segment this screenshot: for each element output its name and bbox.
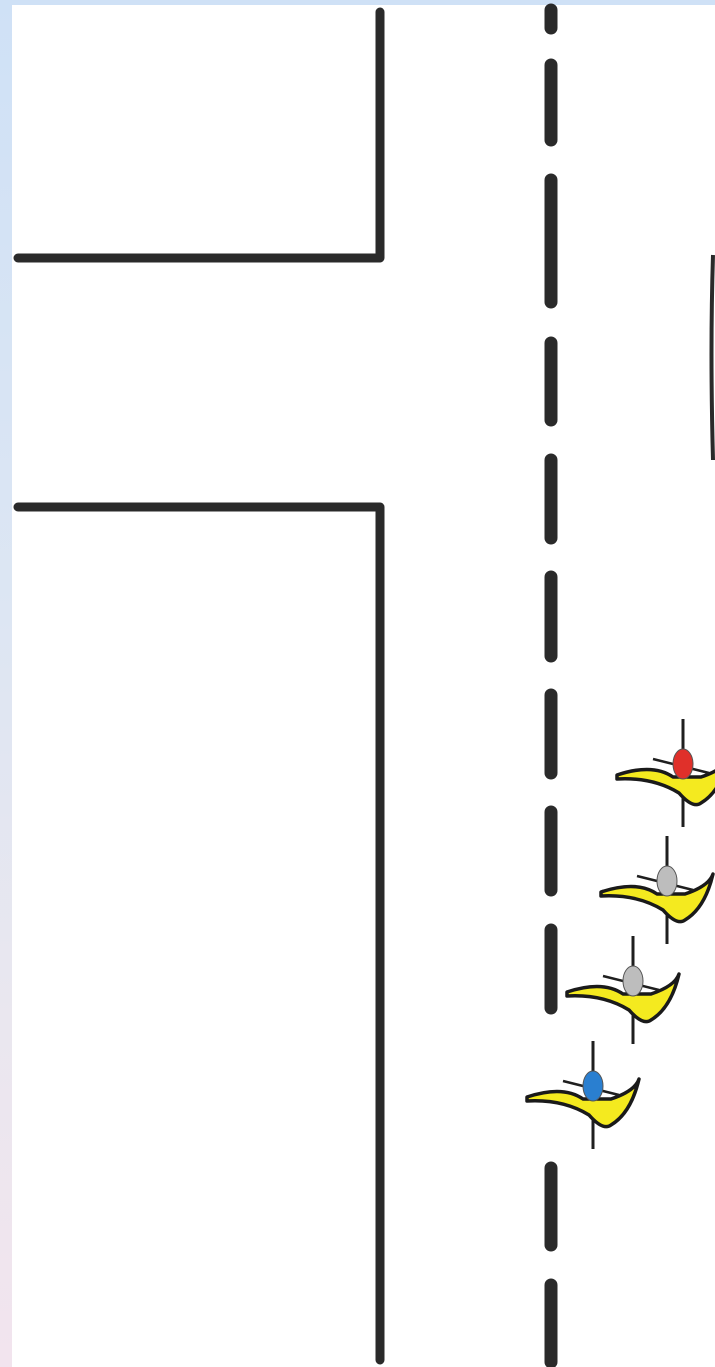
rider-blue <box>582 1070 604 1102</box>
diagram-canvas <box>12 5 715 1367</box>
kayak-boat <box>565 936 681 1044</box>
right-edge-line <box>709 254 715 461</box>
kayak-boat <box>615 719 715 827</box>
road-boundaries <box>13 7 385 1365</box>
lower-corner-line <box>13 502 385 1365</box>
boat-hull <box>599 872 715 924</box>
kayak-boat <box>599 836 715 944</box>
boat-hull <box>615 767 715 807</box>
rider-grey <box>622 965 644 997</box>
rider-grey <box>656 865 678 897</box>
boat-hull <box>525 1077 641 1129</box>
boat-hull <box>565 972 681 1024</box>
rider-red <box>672 748 694 780</box>
boats-group <box>525 719 715 1149</box>
kayak-boat <box>525 1041 641 1149</box>
upper-corner-line <box>13 7 385 263</box>
